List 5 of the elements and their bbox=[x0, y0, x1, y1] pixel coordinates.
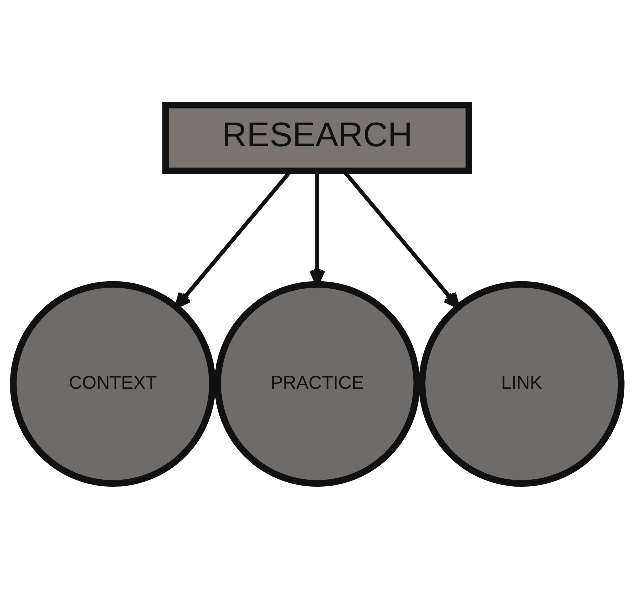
node-box: RESEARCH bbox=[162, 102, 472, 174]
node-circle: PRACTICE bbox=[214, 281, 420, 488]
arrow bbox=[310, 171, 326, 286]
node-circle: CONTEXT bbox=[10, 281, 216, 488]
node-circle: LINK bbox=[419, 281, 625, 488]
